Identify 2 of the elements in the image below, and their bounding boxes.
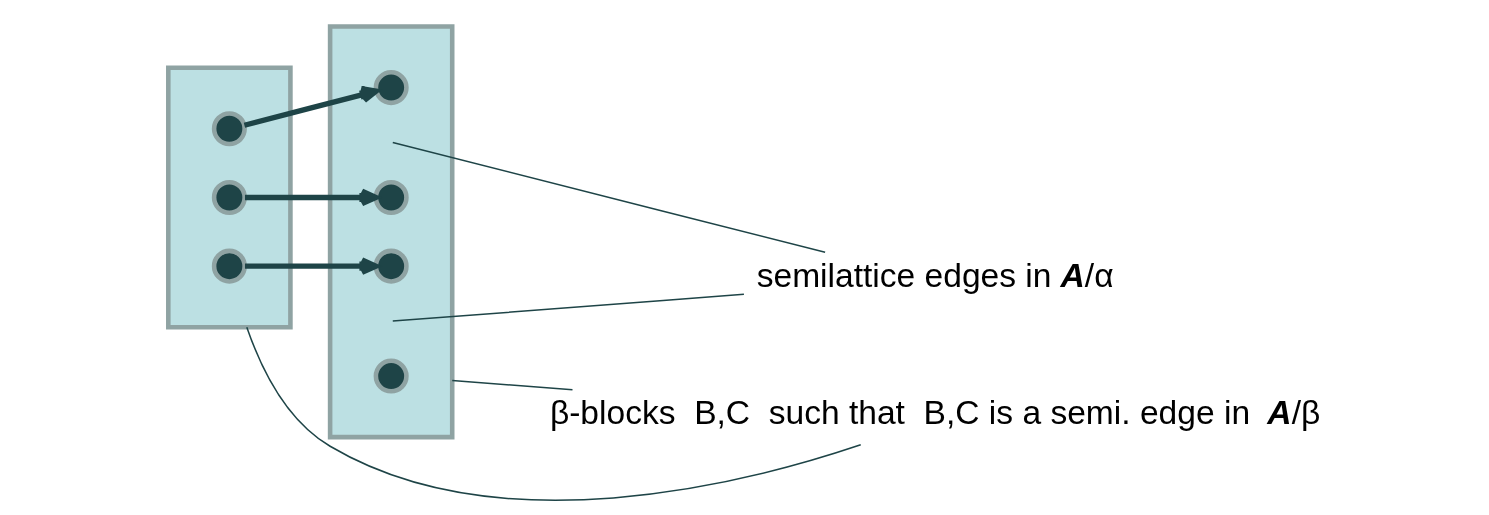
- node-text: β-blocks B,C such that B,C is a semi. edge in A/β: [549, 394, 1321, 432]
- node-text: semilattice edges in A/α: [756, 256, 1114, 294]
